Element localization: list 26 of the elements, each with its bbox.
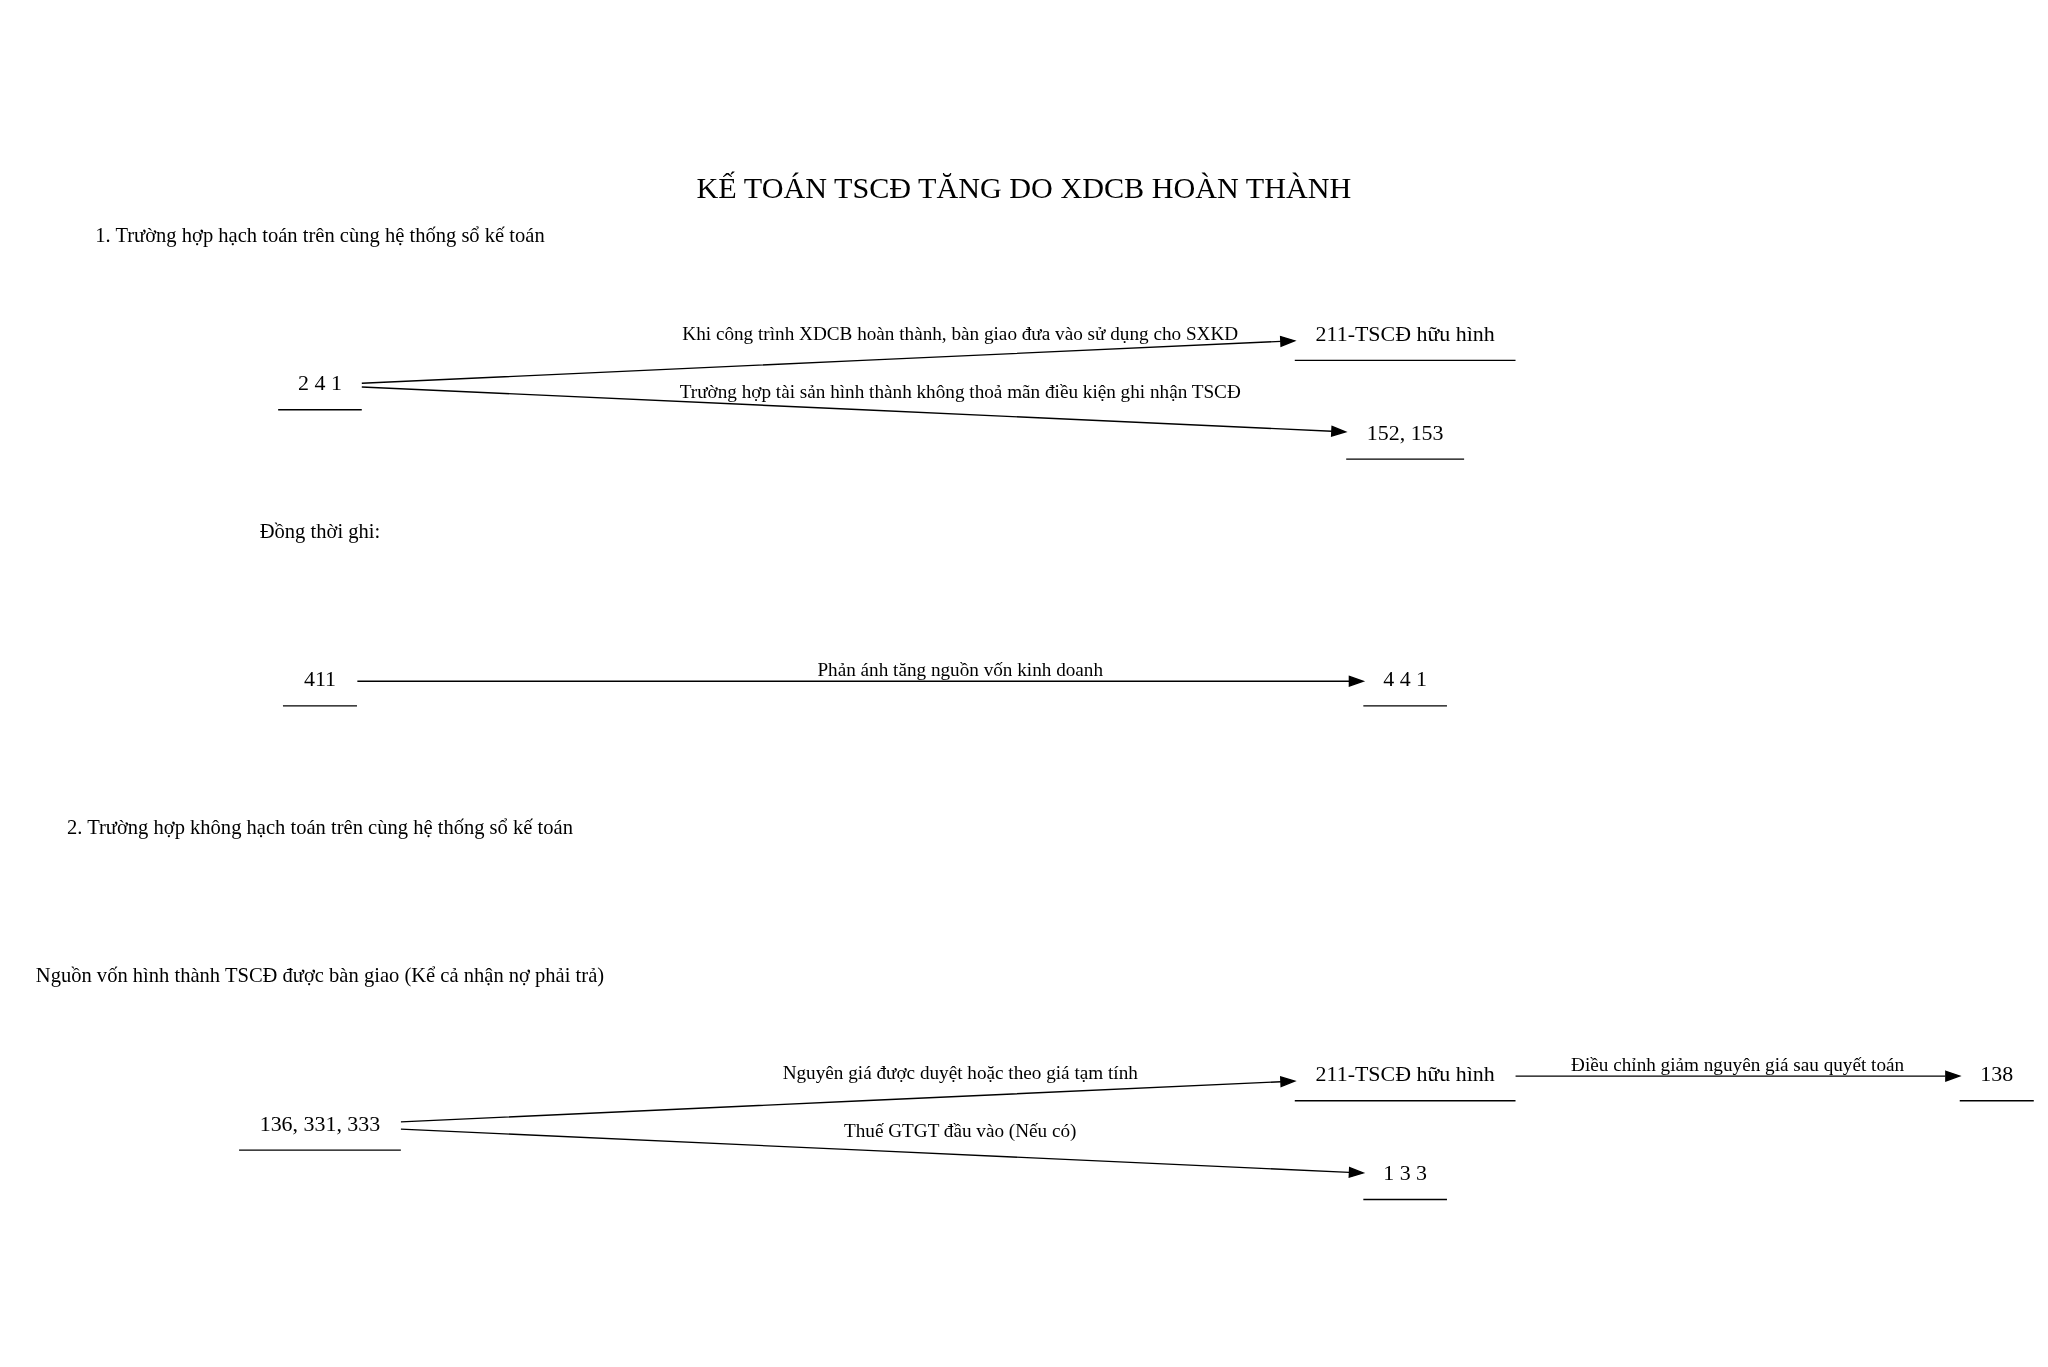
- node-text: 411: [303, 665, 336, 691]
- arrow: [400, 1075, 1297, 1123]
- arrow: [1514, 1069, 1962, 1082]
- node-text: 152, 153: [1366, 419, 1444, 445]
- node-text: 1 3 3: [1383, 1159, 1428, 1185]
- diagram-title: KẾ TOÁN TSCĐ TĂNG DO XDCB HOÀN THÀNH: [696, 170, 1352, 205]
- edge-label: Khi công trình XDCB hoàn thành, bàn giao đưa vào sử dụng cho SXKD: [682, 322, 1239, 344]
- edge-label: Nguyên giá được duyệt hoặc theo giá tạm tính: [782, 1061, 1138, 1083]
- edge-label: Điều chỉnh giảm nguyên giá sau quyết toán: [1571, 1053, 1905, 1075]
- node-text: 4 4 1: [1383, 665, 1428, 691]
- edge-label: Thuế GTGT đầu vào (Nếu có): [844, 1119, 1077, 1141]
- arrow: [361, 385, 1348, 437]
- node-text: 2 4 1: [298, 369, 342, 395]
- node-text: 211-TSCĐ hữu hình: [1315, 1060, 1495, 1086]
- arrow: [356, 675, 1366, 687]
- label: Đồng thời ghi:: [259, 519, 381, 542]
- edge-label: Phản ánh tăng nguồn vốn kinh doanh: [817, 658, 1104, 680]
- label: 2. Trường hợp không hạch toán trên cùng hệ thống sổ kế toán: [66, 815, 573, 838]
- edge-label: Trường hợp tài sản hình thành không thoả mãn điều kiện ghi nhận TSCĐ: [679, 380, 1241, 402]
- node-text: 211-TSCĐ hữu hình: [1315, 320, 1495, 346]
- arrow: [361, 335, 1297, 384]
- arrow: [400, 1127, 1366, 1178]
- label: 1. Trường hợp hạch toán trên cùng hệ thống sổ kế toán: [95, 223, 545, 246]
- node-text: 136, 331, 333: [259, 1110, 381, 1136]
- label: Nguồn vốn hình thành TSCĐ được bàn giao (Kể cả nhận nợ phải trả): [35, 963, 605, 986]
- node-text: 138: [1980, 1060, 2014, 1086]
